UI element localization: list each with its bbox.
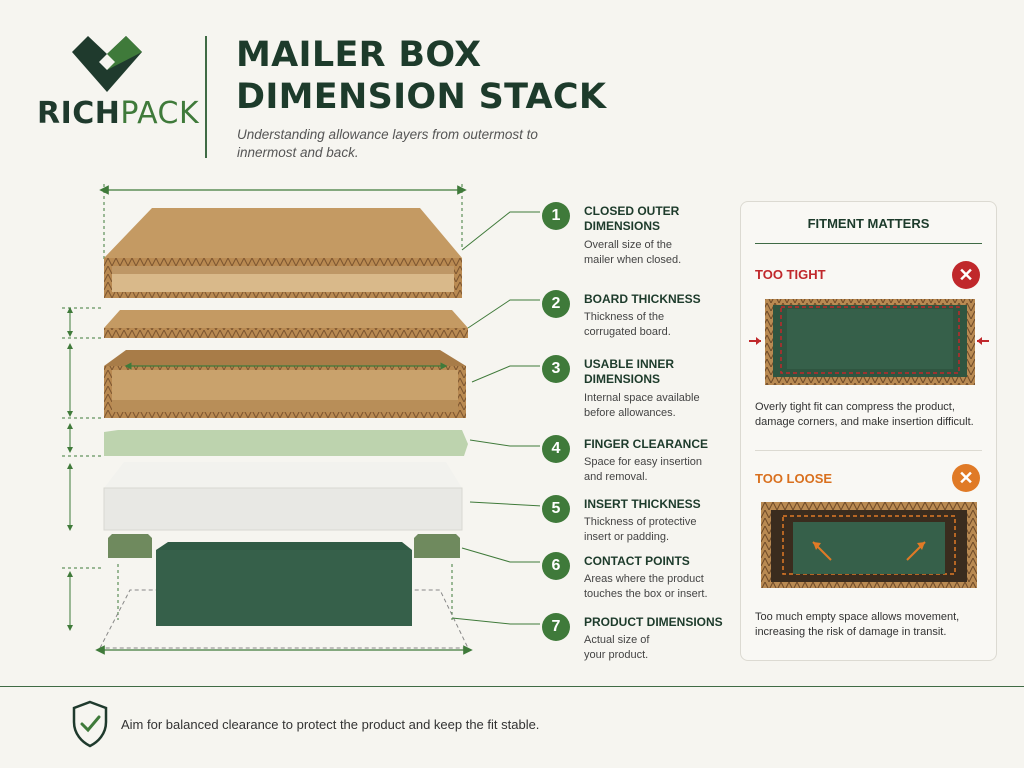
step-closed-outer: 1 CLOSED OUTER DIMENSIONS Overall size o…	[542, 202, 732, 266]
too-tight-illustration	[749, 299, 989, 385]
step-title: PRODUCT DIMENSIONS	[584, 615, 723, 629]
panel-divider	[755, 243, 982, 244]
step-title: BOARD THICKNESS	[584, 292, 701, 306]
footer-divider	[0, 686, 1024, 687]
x-mark-icon: ✕	[952, 464, 980, 492]
step-number: 5	[542, 495, 570, 523]
step-number: 7	[542, 613, 570, 641]
brand-wordmark: RICHPACK	[37, 96, 200, 131]
step-usable-inner: 3 USABLE INNER DIMENSIONS Internal space…	[542, 355, 732, 419]
step-desc: Internal space available before allowanc…	[584, 392, 700, 419]
layer-closed-box	[104, 208, 462, 298]
layer-clearance-sheet	[104, 430, 468, 456]
footer-note: Aim for balanced clearance to protect th…	[121, 717, 540, 732]
step-desc: Areas where the product touches the box …	[584, 573, 708, 600]
dimension-stack-diagram	[62, 184, 540, 655]
step-desc: Overall size of the mailer when closed.	[584, 239, 682, 266]
layer-board	[104, 310, 468, 338]
step-desc: Thickness of protective insert or paddin…	[584, 516, 697, 543]
step-title: INSERT THICKNESS	[584, 497, 701, 511]
layer-inner-tray	[104, 350, 466, 418]
step-contact-points: 6 CONTACT POINTS Areas where the product…	[542, 552, 732, 612]
step-number: 4	[542, 435, 570, 463]
layer-insert-foam	[103, 462, 463, 531]
header-divider	[205, 36, 207, 158]
shield-check-icon	[72, 700, 108, 748]
x-mark-icon: ✕	[952, 261, 980, 289]
step-desc: Actual size of your product.	[584, 634, 650, 661]
step-number: 3	[542, 355, 570, 383]
too-tight-desc: Overly tight fit can compress the produc…	[755, 401, 974, 428]
page-title: MAILER BOX DIMENSION STACK	[236, 35, 607, 117]
contact-pad-right	[414, 534, 460, 558]
step-number: 1	[542, 202, 570, 230]
step-board-thickness: 2 BOARD THICKNESS Thickness of the corru…	[542, 290, 732, 350]
step-finger-clearance: 4 FINGER CLEARANCE Space for easy insert…	[542, 435, 732, 495]
too-loose-desc: Too much empty space allows movement, in…	[755, 611, 960, 638]
panel-separator	[755, 450, 982, 451]
page-subtitle: Understanding allowance layers from oute…	[237, 127, 538, 160]
step-insert-thickness: 5 INSERT THICKNESS Thickness of protecti…	[542, 495, 732, 555]
too-loose-illustration	[761, 502, 977, 588]
too-loose-label: TOO LOOSE	[755, 471, 833, 486]
fitment-panel: FITMENT MATTERS TOO TIGHT ✕ Overly tight…	[740, 201, 997, 661]
step-number: 2	[542, 290, 570, 318]
layer-product	[99, 542, 469, 649]
step-title: CLOSED OUTER DIMENSIONS	[584, 204, 680, 233]
step-product-dimensions: 7 PRODUCT DIMENSIONS Actual size of your…	[542, 613, 732, 673]
step-title: USABLE INNER DIMENSIONS	[584, 357, 675, 386]
too-tight-label: TOO TIGHT	[755, 267, 826, 282]
step-title: CONTACT POINTS	[584, 554, 690, 568]
step-number: 6	[542, 552, 570, 580]
contact-pad-left	[108, 534, 152, 558]
step-desc: Thickness of the corrugated board.	[584, 311, 671, 338]
step-desc: Space for easy insertion and removal.	[584, 456, 703, 483]
brand-logo-icon	[72, 36, 142, 92]
panel-title: FITMENT MATTERS	[807, 216, 930, 231]
step-title: FINGER CLEARANCE	[584, 437, 709, 451]
